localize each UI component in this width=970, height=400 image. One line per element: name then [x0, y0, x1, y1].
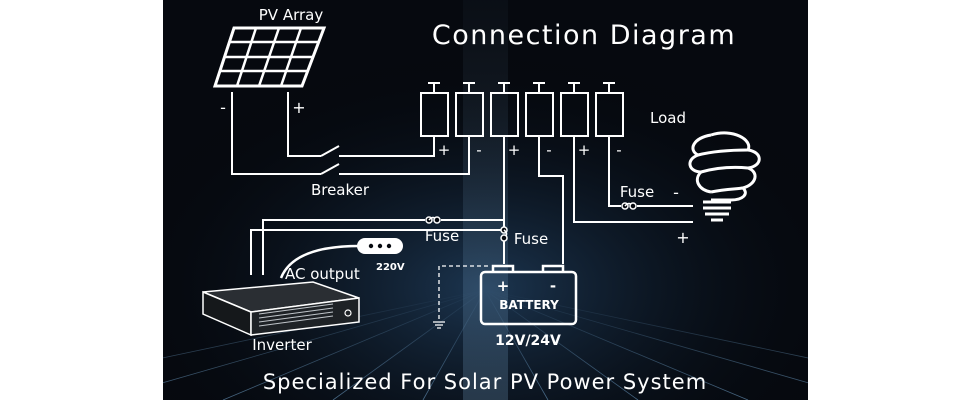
pv-array-label: PV Array — [259, 6, 324, 24]
battery-wiring — [250, 136, 564, 275]
fuse-battery-label: Fuse — [514, 230, 548, 248]
load-negative-sign: - — [673, 183, 679, 202]
fuse-load-label: Fuse — [620, 183, 654, 201]
pv-negative-sign: - — [220, 98, 226, 117]
fuse-inverter-icon — [425, 216, 441, 224]
inverter-label: Inverter — [252, 336, 312, 354]
load-positive-sign: + — [676, 228, 689, 247]
pv-array-icon — [212, 26, 327, 88]
inverter-icon — [202, 281, 360, 337]
ac-output-label: AC output — [285, 265, 360, 283]
load-wiring — [573, 136, 693, 223]
battery-label: BATTERY — [499, 298, 559, 312]
terminal-5-sign: + — [578, 141, 591, 159]
diagram-canvas: Connection Diagram PV Array - + + — [163, 0, 808, 400]
terminal-2-sign: - — [476, 141, 481, 159]
diagram-title: Connection Diagram — [432, 20, 736, 51]
fuse-battery-icon — [500, 226, 508, 242]
light-beam — [463, 0, 508, 400]
breaker-label: Breaker — [311, 181, 370, 199]
terminal-4-sign: - — [546, 141, 551, 159]
load-bulb-icon — [688, 131, 761, 222]
battery-negative-sign: - — [550, 277, 556, 295]
ground-icon — [433, 265, 488, 329]
connection-diagram: Connection Diagram PV Array - + + — [163, 0, 808, 400]
terminal-3-sign: + — [508, 141, 521, 159]
pv-positive-sign: + — [292, 98, 305, 117]
ac-outlet-icon — [279, 238, 403, 279]
footer-caption: Specialized For Solar PV Power System — [263, 370, 707, 394]
battery-icon — [479, 264, 578, 326]
fuse-load-icon — [621, 202, 637, 210]
fuse-inverter-label: Fuse — [425, 227, 459, 245]
battery-positive-sign: + — [497, 277, 510, 295]
pv-wiring — [231, 92, 470, 175]
ac-voltage-label: 220V — [376, 262, 405, 273]
terminal-1-sign: + — [438, 141, 451, 159]
battery-voltage-label: 12V/24V — [495, 333, 561, 349]
terminal-6-sign: - — [616, 141, 621, 159]
load-label: Load — [650, 109, 686, 127]
